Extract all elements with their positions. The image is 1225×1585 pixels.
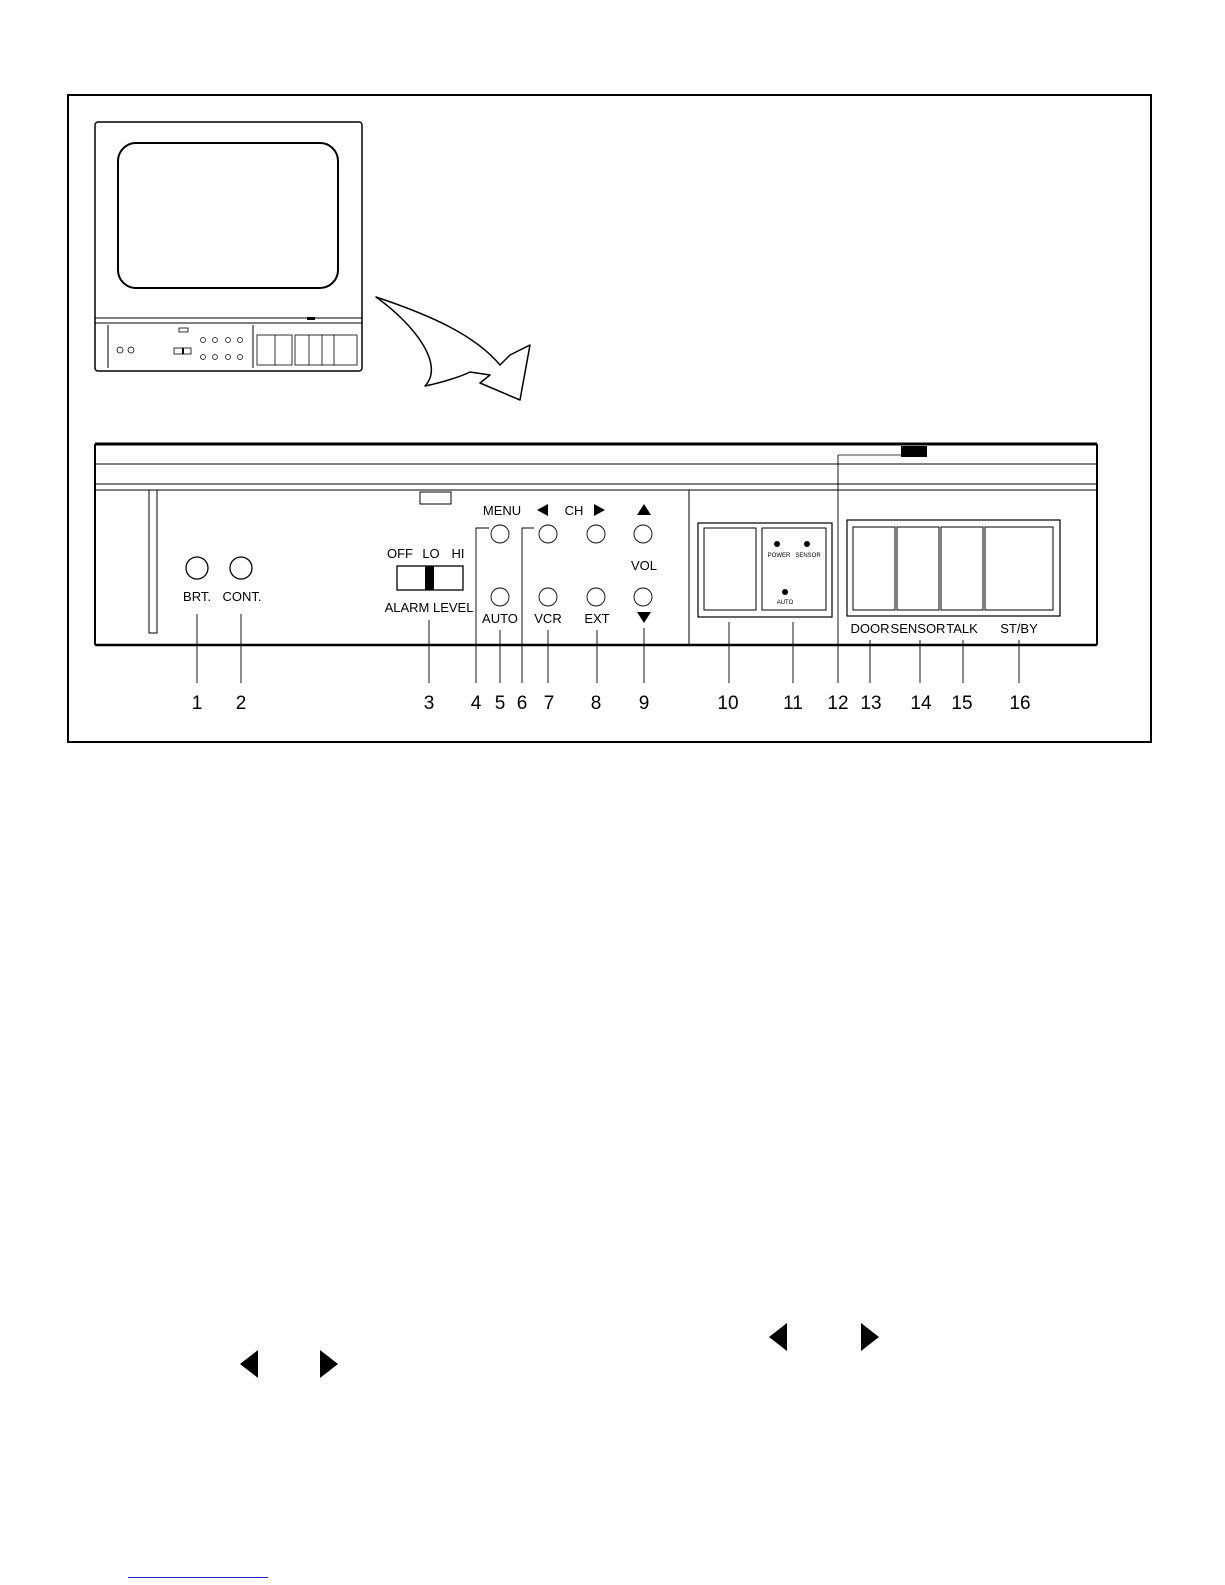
up-triangle-icon xyxy=(637,504,651,515)
ext-label: EXT xyxy=(584,611,609,626)
sensor-led-label: SENSOR xyxy=(795,553,821,559)
vol-up-button[interactable] xyxy=(634,525,652,543)
right-triangle-icon xyxy=(320,1350,338,1378)
ch-right-button[interactable] xyxy=(587,525,605,543)
callout-14: 14 xyxy=(910,693,932,714)
power-led xyxy=(774,541,780,547)
right-triangle-icon xyxy=(594,504,605,516)
vol-label: VOL xyxy=(631,558,657,573)
callout-6: 6 xyxy=(517,693,528,714)
cont-label: CONT. xyxy=(223,589,262,604)
sensor-key-label: SENSOR xyxy=(891,621,946,636)
ext-button[interactable] xyxy=(587,588,605,606)
callout-12: 12 xyxy=(827,693,848,714)
sensor-key[interactable] xyxy=(897,527,939,610)
brt-label: BRT. xyxy=(183,589,211,604)
door-key-label: DOOR xyxy=(851,621,890,636)
callout-11: 11 xyxy=(783,693,803,714)
led-panel xyxy=(762,528,826,610)
auto-led-label: AUTO xyxy=(777,600,794,606)
ch-label: CH xyxy=(565,503,584,518)
vol-down-button[interactable] xyxy=(634,588,652,606)
footer-rule xyxy=(128,1577,268,1578)
auto-led xyxy=(782,589,788,595)
down-triangle-icon xyxy=(637,612,651,623)
contrast-knob[interactable] xyxy=(230,557,252,579)
callout-2: 2 xyxy=(236,693,247,714)
auto-button[interactable] xyxy=(491,588,509,606)
callout-7: 7 xyxy=(544,693,555,714)
door-key[interactable] xyxy=(853,527,895,610)
left-triangle-icon xyxy=(537,504,548,516)
ch-left-button[interactable] xyxy=(539,525,557,543)
alarm-hi-label: HI xyxy=(452,546,465,561)
vcr-button[interactable] xyxy=(539,588,557,606)
left-triangle-icon xyxy=(769,1323,787,1351)
monitor-thumbnail xyxy=(95,122,362,371)
talk-key[interactable] xyxy=(941,527,983,610)
menu-label: MENU xyxy=(483,503,521,518)
alarm-level-caption: ALARM LEVEL xyxy=(385,600,474,615)
callout-16: 16 xyxy=(1009,693,1030,714)
callout-8: 8 xyxy=(591,693,602,714)
callout-1: 1 xyxy=(192,693,203,714)
callout-9: 9 xyxy=(639,693,650,714)
power-led-label: POWER xyxy=(768,553,791,559)
callout-5: 5 xyxy=(495,693,506,714)
brightness-knob[interactable] xyxy=(186,557,208,579)
stby-key-label: ST/BY xyxy=(1000,621,1038,636)
alarm-lo-label: LO xyxy=(422,546,439,561)
menu-button[interactable] xyxy=(491,525,509,543)
talk-key-label: TALK xyxy=(946,621,978,636)
right-triangle-icon xyxy=(861,1323,879,1351)
sensor-led xyxy=(804,541,810,547)
left-triangle-icon xyxy=(240,1350,258,1378)
auto-label: AUTO xyxy=(482,611,518,626)
alarm-off-label: OFF xyxy=(387,546,413,561)
callout-numbers: 1 2 3 4 5 6 7 8 9 10 11 12 13 14 15 16 xyxy=(192,693,1031,714)
callout-10: 10 xyxy=(717,693,738,714)
callout-13: 13 xyxy=(860,693,881,714)
vcr-label: VCR xyxy=(534,611,561,626)
stby-key[interactable] xyxy=(985,527,1053,610)
zoom-arrow-icon xyxy=(376,297,530,400)
callout-4: 4 xyxy=(471,693,482,714)
callout-3: 3 xyxy=(424,693,435,714)
alarm-switch-thumb[interactable] xyxy=(425,566,434,590)
callout-15: 15 xyxy=(951,693,972,714)
power-switch[interactable] xyxy=(704,528,756,610)
